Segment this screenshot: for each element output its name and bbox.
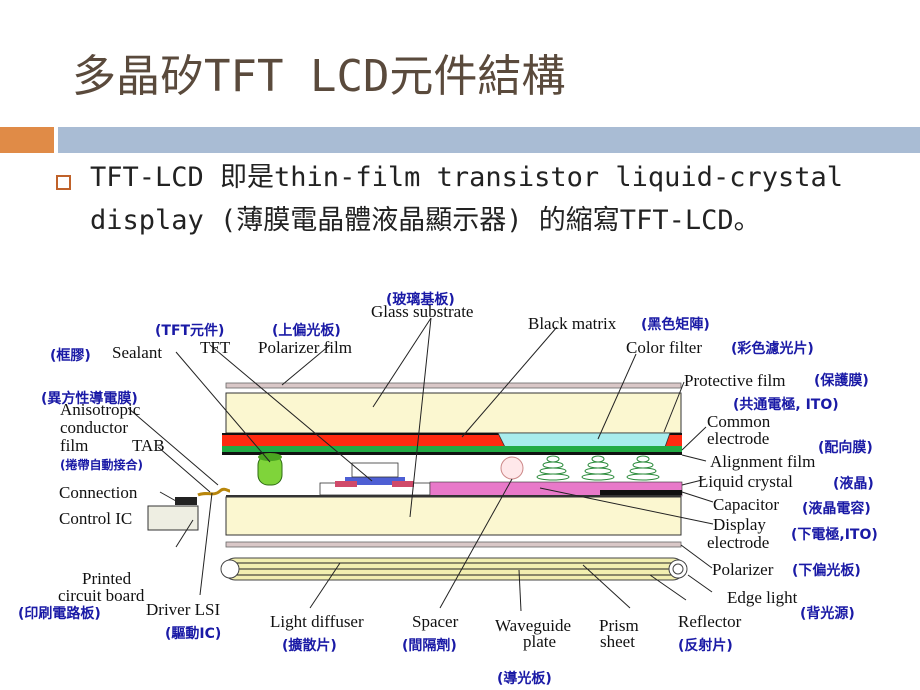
zh-spacer: (間隔劑) [402,637,457,654]
capacitor-electrode [600,490,682,495]
zh-anisotropic: (異方性導電膜) [41,390,138,407]
lower-glass-substrate [225,496,682,536]
label-polarizer: Polarizer [712,560,774,579]
label-spacer: Spacer [412,612,459,631]
tft-gate [345,477,405,485]
zh-light-diffuser: (擴散片) [282,637,337,654]
label-display-1: Display [713,515,766,534]
zh-alignment-film: (配向膜) [818,439,873,456]
label-prism-1: Prism [599,616,639,635]
zh-edge-light: (背光源) [800,605,855,622]
label-connection: Connection [59,483,138,502]
seal-spacer-top [258,453,282,461]
zh-capacitor: (液晶電容) [802,500,871,517]
label-alignment-film: Alignment film [710,452,815,471]
label-anisotropic-3: film [60,436,88,455]
color-filter-layer [222,435,682,446]
label-polarizer-film: Polarizer film [258,338,352,357]
zh-tft: (TFT元件) [155,322,224,339]
zh-black-matrix: (黑色矩陣) [641,316,710,333]
leader-lines [127,317,714,612]
common-electrode-layer [222,446,682,452]
edge-light-right-core [672,563,684,575]
label-display-2: electrode [707,533,769,552]
zh-display-electrode: (下電極,ITO) [791,526,878,543]
zh-printed-circuit: (印刷電路板) [18,605,101,622]
label-waveguide-2: plate [523,632,556,651]
zh-protective-film: (保護膜) [814,372,869,389]
protective-film [497,432,671,448]
label-common-1: Common [707,412,771,431]
tft-source [335,481,357,487]
slide-title: 多晶矽TFT LCD元件結構 [72,51,566,102]
connection-block [175,497,197,505]
label-prism-2: sheet [600,632,635,651]
label-black-matrix: Black matrix [528,314,617,333]
label-light-diffuser: Light diffuser [270,612,364,631]
label-anisotropic-1: Anisotropic [60,400,141,419]
label-printed-1: Printed [82,569,132,588]
zh-polarizer: (下偏光板) [792,562,861,579]
spacer-ball [500,456,524,480]
alignment-film-lower [226,495,681,497]
zh-tab: (捲帶自動接合) [60,457,143,472]
title-accent-bar [0,127,54,153]
bullet-text: TFT-LCD 即是thin-film transistor liquid-cr… [90,162,843,236]
zh-color-filter: (彩色濾光片) [731,340,814,357]
label-capacitor: Capacitor [713,495,779,514]
upper-glass-substrate [225,392,682,434]
top-polarizer-film [225,382,682,389]
edge-light-left [220,559,240,579]
label-liquid-crystal: Liquid crystal [698,472,793,491]
zh-polarizer-film: (上偏光板) [272,322,341,339]
label-reflector: Reflector [678,612,742,631]
label-driver-lsi: Driver LSI [146,600,220,619]
label-waveguide-1: Waveguide [495,616,571,635]
lcd-structure-diagram: Glass substrate TFT Polarizer film Seala… [18,291,878,687]
label-sealant: Sealant [112,343,162,362]
zh-glass-substrate: (玻璃基板) [386,291,455,308]
label-color-filter: Color filter [626,338,702,357]
label-edge-light: Edge light [727,588,798,607]
label-control-ic: Control IC [59,509,132,528]
lower-polarizer [225,541,682,548]
zh-sealant: (框膠) [50,347,91,364]
zh-waveguide: (導光板) [497,670,552,687]
liquid-crystal-molecules [536,455,660,481]
tab-ribbon [197,487,231,497]
label-protective-film: Protective film [684,371,786,390]
label-glass-substrate: Glass substrate [371,302,473,321]
label-common-2: electrode [707,429,769,448]
bullet-square-icon [56,175,71,190]
zh-driver-lsi: (驅動IC) [165,625,221,642]
label-tft: TFT [200,338,231,357]
label-printed-2: circuit board [58,586,145,605]
alignment-film-upper [222,452,682,455]
control-ic-chip [147,505,199,531]
label-anisotropic-2: conductor [60,418,128,437]
zh-reflector: (反射片) [678,637,733,654]
title-underline-bar [58,127,920,153]
zh-common-electrode: (共通電極, ITO) [733,396,839,413]
tft-drain [392,481,414,487]
zh-liquid-crystal: (液晶) [833,475,874,492]
label-tab: TAB [132,436,165,455]
